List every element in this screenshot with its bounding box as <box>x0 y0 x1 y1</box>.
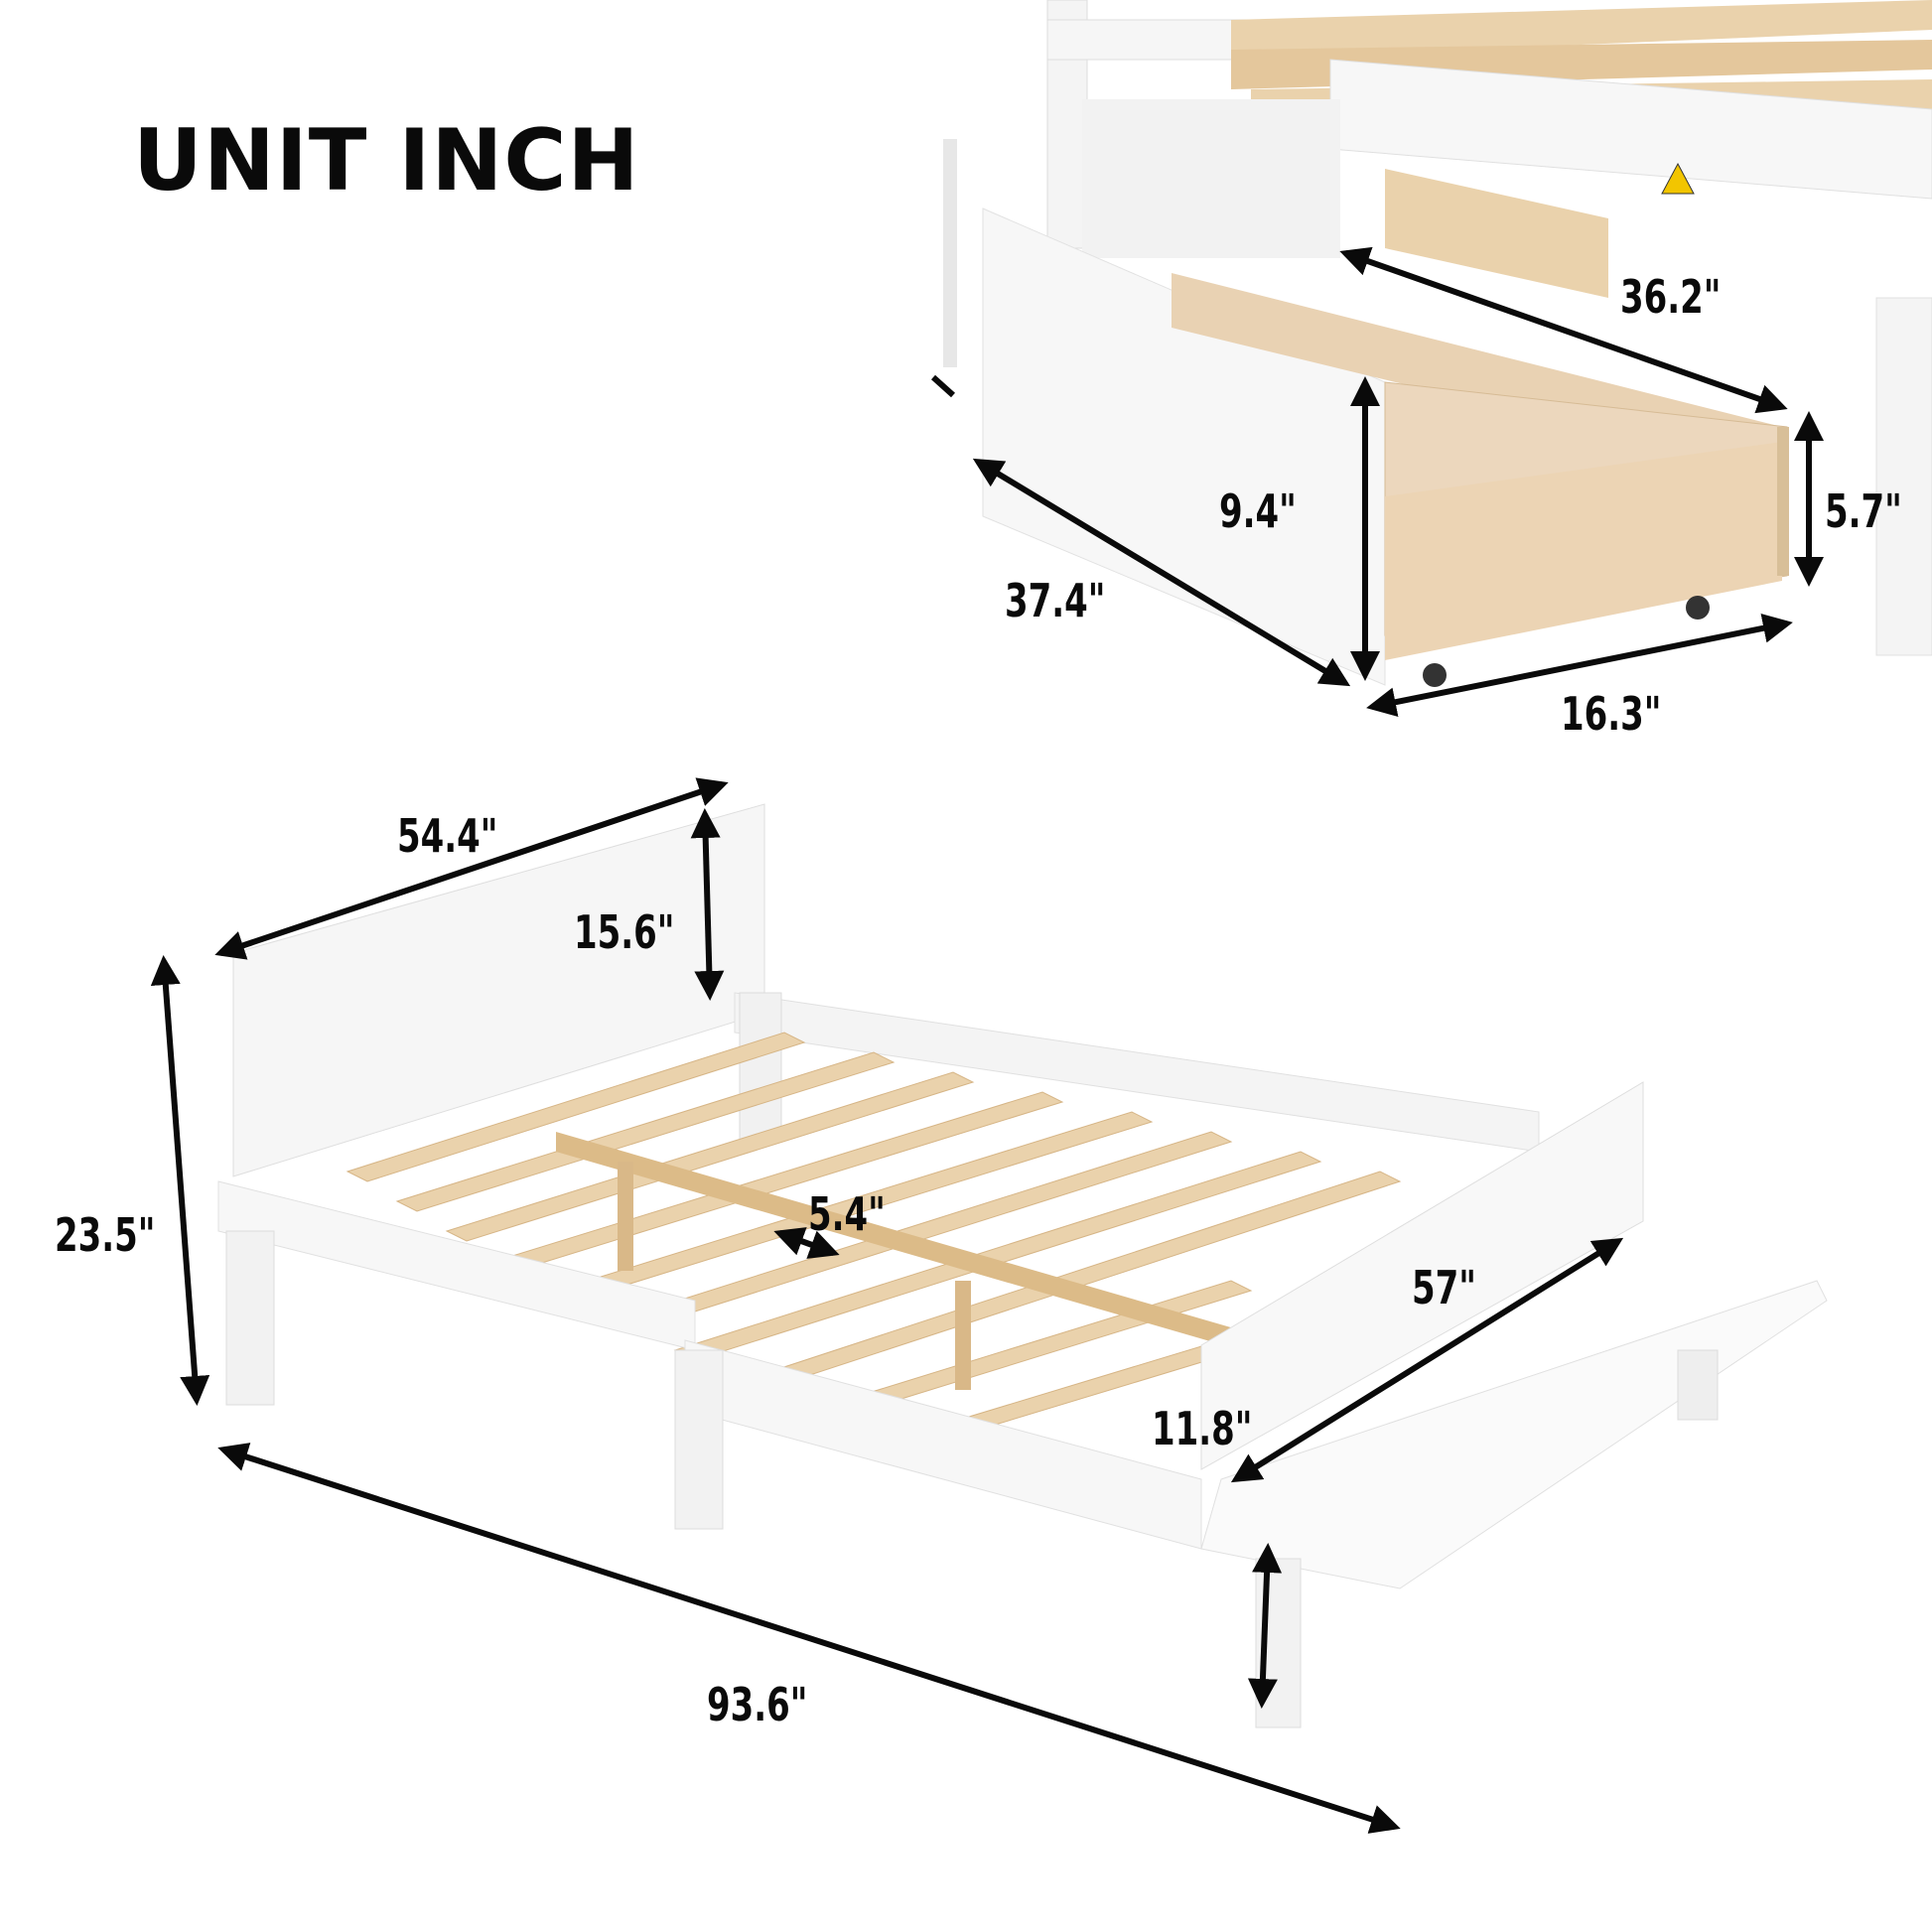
total-height-label: 23.5" <box>55 1208 156 1262</box>
leg-height-label: 11.8" <box>1152 1402 1253 1455</box>
drawer-length-label: 37.4" <box>1005 574 1106 627</box>
headboard-width-label: 54.4" <box>397 809 498 863</box>
total-length-label: 93.6" <box>707 1678 808 1731</box>
unit-title: UNIT INCH <box>133 111 640 210</box>
slat-gap-label: 5.4" <box>808 1187 886 1241</box>
full-bed <box>217 803 1828 1728</box>
headboard-height-label: 15.6" <box>574 905 675 959</box>
warning-icon <box>1661 162 1695 195</box>
drawer-width-label: 16.3" <box>1561 687 1662 741</box>
drawer-side-height-label: 5.7" <box>1825 484 1902 538</box>
side-length-label: 57" <box>1412 1261 1476 1314</box>
drawer-front-height-label: 9.4" <box>1219 484 1297 538</box>
top-bed-corner <box>943 0 1932 656</box>
drawer-depth-label: 36.2" <box>1620 270 1722 324</box>
